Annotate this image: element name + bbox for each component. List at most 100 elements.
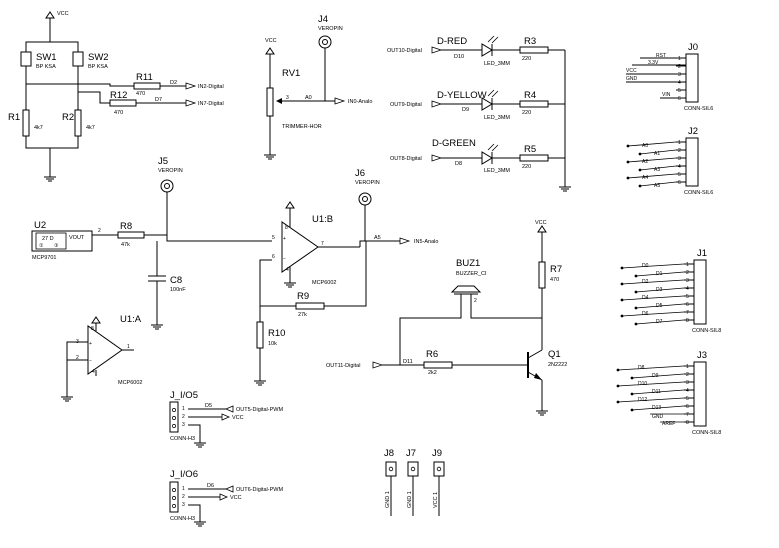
jio6-pin2: 2 bbox=[182, 494, 185, 500]
j1-net-wire bbox=[635, 287, 685, 293]
j1-net-dot bbox=[620, 266, 624, 270]
sw2-value: BP KSA bbox=[88, 64, 108, 70]
u1b-pin4: 4 bbox=[286, 267, 289, 273]
r2-symbol bbox=[74, 109, 82, 137]
q1-value: 2N2222 bbox=[548, 362, 567, 368]
jio6-section: J_I/O6 1 2 3 CONN-H3 D6 OUT6-Digital-PWM… bbox=[169, 469, 283, 527]
j1-net-D1: D1 bbox=[656, 271, 663, 277]
j1-net-D6: D6 bbox=[642, 311, 649, 317]
j3-pin-6: 6 bbox=[686, 404, 689, 410]
j3-pin-7: 7 bbox=[686, 412, 689, 418]
j1-net-wire bbox=[621, 279, 685, 285]
j9-label: VCC 1 bbox=[433, 492, 439, 508]
j1-pin-2: 2 bbox=[686, 270, 689, 276]
j2-net-dot bbox=[638, 168, 642, 172]
j2-net-A4: A4 bbox=[642, 175, 648, 181]
svg-text:①: ① bbox=[39, 243, 44, 249]
u2-value: MCP9701 bbox=[32, 255, 56, 261]
j3-pin-1: 1 bbox=[686, 364, 689, 370]
u2-pin2: 2 bbox=[98, 228, 101, 234]
out5-net: OUT5-Digital-PWM bbox=[236, 407, 283, 413]
u1b-ref: U1:B bbox=[312, 214, 333, 225]
r11-value: 470 bbox=[136, 91, 145, 97]
j2-pin-4: 4 bbox=[678, 164, 681, 170]
j1-net-wire bbox=[635, 303, 685, 309]
trimmer-section: VCC RV1 TRIMMER-HOR 3 A0 IN0-Analo J4 VE… bbox=[263, 14, 372, 160]
sw2-symbol bbox=[72, 51, 84, 67]
j3-pin-2: 2 bbox=[686, 372, 689, 378]
jio5-section: J_I/O5 1 2 3 CONN-H3 D5 OUT5-Digital-PWM… bbox=[169, 390, 283, 448]
j1-pin-1: 1 bbox=[686, 262, 689, 268]
j5-ref: J5 bbox=[158, 156, 168, 167]
jio5-ref: J_I/O5 bbox=[170, 390, 198, 401]
j2-net-wire bbox=[627, 141, 677, 147]
jio5-vcc: VCC bbox=[232, 415, 244, 421]
j2-net-dot bbox=[626, 160, 630, 164]
r4-symbol bbox=[519, 100, 549, 108]
r3-ref: R3 bbox=[524, 36, 536, 47]
j1-ref: J1 bbox=[697, 248, 707, 259]
j2-ref: J2 bbox=[688, 126, 698, 137]
j3-net-wire bbox=[617, 365, 685, 371]
r2-value: 4k7 bbox=[86, 125, 95, 131]
j2-net-A1: A1 bbox=[654, 151, 660, 157]
r7-value: 470 bbox=[550, 277, 559, 283]
j2-net-dot bbox=[638, 152, 642, 156]
j3-pin-3: 3 bbox=[686, 380, 689, 386]
j6-veropin bbox=[358, 192, 372, 206]
j0-pin-4: 4 bbox=[678, 80, 681, 86]
j1-symbol bbox=[693, 259, 707, 325]
svg-text:+: + bbox=[283, 236, 286, 242]
r10-ref: R10 bbox=[268, 328, 285, 339]
j3-net-D13: D13 bbox=[652, 405, 661, 411]
dyellow-value: LED_3MM bbox=[484, 115, 510, 121]
r1-ref: R1 bbox=[8, 112, 20, 123]
rv1-ref: RV1 bbox=[282, 68, 300, 79]
d5-net: D5 bbox=[205, 403, 212, 409]
u1a-ref: U1:A bbox=[120, 314, 142, 325]
r7-symbol bbox=[538, 261, 546, 289]
led-section: OUT10-Digital D-RED D10 LED_3MM R3 220 O… bbox=[387, 35, 572, 192]
c8-value: 100nF bbox=[170, 287, 186, 293]
j0-value: CONN-SIL6 bbox=[684, 106, 713, 112]
u2-body: 27 D bbox=[42, 236, 54, 242]
r10-symbol bbox=[256, 321, 264, 349]
j1-net-dot bbox=[620, 314, 624, 318]
j1-net-dot bbox=[620, 282, 624, 286]
u1a-pin8: 8 bbox=[91, 326, 94, 332]
j3-net-D9: D9 bbox=[652, 373, 659, 379]
j1-pin-5: 5 bbox=[686, 294, 689, 300]
r7-ref: R7 bbox=[550, 264, 562, 275]
r5-ref: R5 bbox=[524, 144, 536, 155]
j8-ref: J8 bbox=[384, 448, 394, 459]
j0-pin-5: 5 bbox=[678, 88, 681, 94]
j1-pin-7: 7 bbox=[686, 310, 689, 316]
j3-net-wire bbox=[631, 405, 685, 411]
j3-net-wire bbox=[631, 389, 685, 395]
u1b-pin7: 7 bbox=[321, 241, 324, 247]
d9-net: D9 bbox=[462, 107, 469, 113]
j0-vcc: VCC bbox=[626, 68, 637, 74]
j3-net-wire bbox=[631, 373, 685, 379]
out9-net: OUT9-Digital bbox=[390, 102, 422, 108]
d6-net: D6 bbox=[207, 483, 214, 489]
j0-section: J0 CONN-SIL6 RST 3.3V VCC GND VIN bbox=[626, 42, 713, 112]
buz1-value: BUZZER_CI bbox=[456, 271, 487, 277]
j6-value: VEROPIN bbox=[355, 180, 380, 186]
r4-ref: R4 bbox=[524, 90, 536, 101]
j3-net-dot bbox=[630, 408, 634, 412]
j2-pin-3: 3 bbox=[678, 156, 681, 162]
j1-net-wire bbox=[621, 311, 685, 317]
j3-net-dot bbox=[616, 384, 620, 388]
q1-ref: Q1 bbox=[548, 349, 561, 360]
j7-label: GND 1 bbox=[407, 491, 413, 508]
j2-pin-5: 5 bbox=[678, 172, 681, 178]
vcc-label-top: VCC bbox=[57, 11, 69, 17]
in0-net: IN0-Analo bbox=[348, 99, 372, 105]
j1-pin-4: 4 bbox=[686, 286, 689, 292]
j1-pin-6: 6 bbox=[686, 302, 689, 308]
j0-vin: VIN bbox=[662, 92, 671, 98]
out8-net: OUT8-Digital bbox=[390, 156, 422, 162]
j1-value: CONN-SIL8 bbox=[692, 328, 721, 334]
